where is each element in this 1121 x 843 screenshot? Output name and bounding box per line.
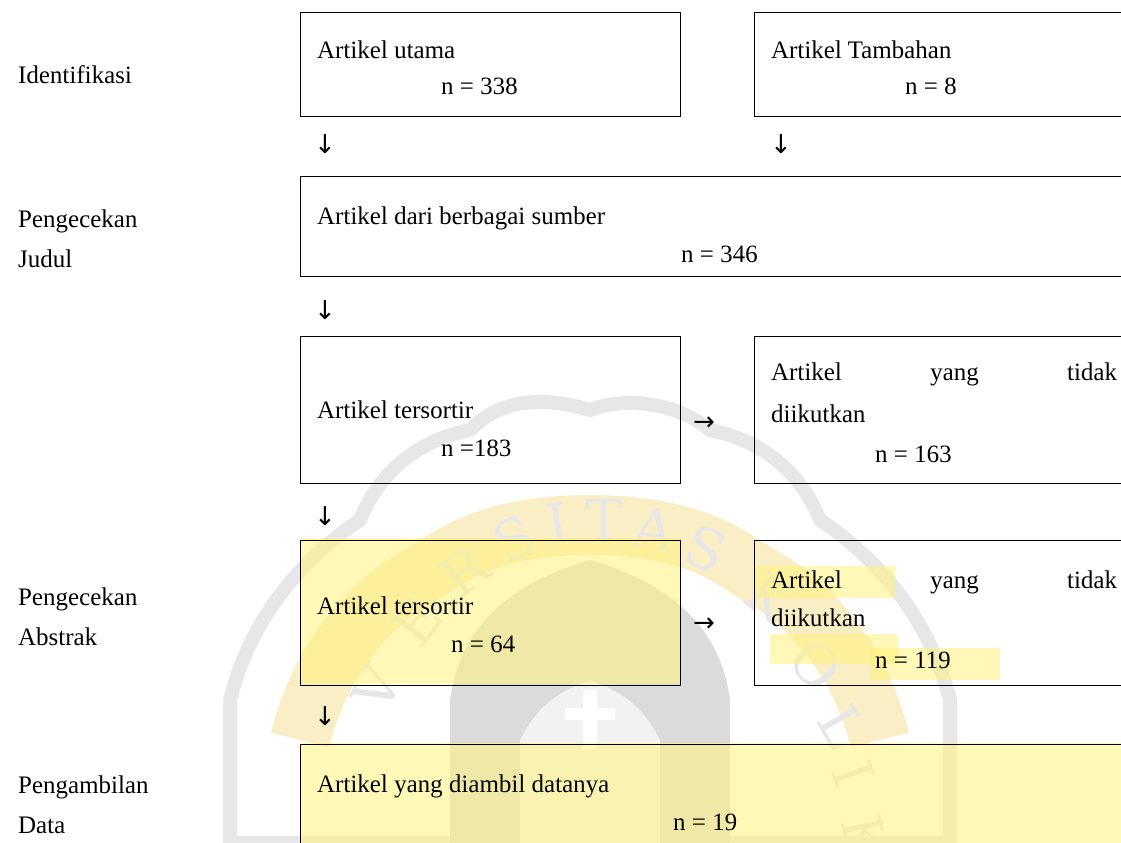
arrow-right-icon: → [693, 407, 715, 437]
box-title-word: yang [930, 359, 979, 386]
box-title: Artikel tersortir [317, 593, 474, 620]
box-title-word: tidak [1067, 567, 1117, 594]
box-count: n = 64 [451, 631, 516, 658]
box-title: Artikel yang diambil datanya [317, 771, 610, 798]
arrow-down-icon: ↓ [314, 502, 336, 532]
highlight-band [300, 538, 680, 684]
stage-label-line: Judul [18, 246, 73, 273]
box-title-word: Artikel [771, 567, 842, 594]
stage-label-line: Abstrak [18, 624, 98, 651]
box-count: n =183 [441, 435, 512, 462]
stage-label-line: Pengambilan [18, 772, 149, 799]
stage-label-line: Pengecekan [18, 206, 138, 233]
box-title: Artikel utama [317, 37, 456, 64]
box-title: Artikel tersortir [317, 397, 474, 424]
stage-label-pengecekan-judul: Pengecekan Judul [18, 200, 137, 280]
highlight-band [300, 743, 1121, 843]
box-count: n = 119 [875, 647, 951, 674]
arrow-right-icon: → [693, 608, 715, 638]
box-title-line: Artikel yang tidak [771, 565, 1117, 597]
box-title-word: tidak [1067, 359, 1117, 386]
box-count: n = 163 [875, 441, 952, 468]
box-title: Artikel Tambahan [771, 37, 952, 64]
box-artikel-diambil: Artikel yang diambil datanya n = 19 [300, 744, 1121, 843]
box-title-line2: diikutkan [771, 401, 866, 428]
box-count: n = 8 [905, 73, 957, 100]
stage-label-pengecekan-abstrak: Pengecekan Abstrak [18, 578, 137, 658]
arrow-down-icon: ↓ [770, 130, 792, 160]
box-artikel-utama: Artikel utama n = 338 [300, 12, 681, 117]
box-artikel-tambahan: Artikel Tambahan n = 8 [754, 12, 1121, 117]
box-count: n = 346 [681, 241, 758, 268]
stage-label-identifikasi: Identifikasi [18, 62, 132, 89]
box-artikel-tidak-diikutkan-judul: Artikel yang tidak diikutkan n = 163 [754, 336, 1121, 484]
stage-label-line: Pengecekan [18, 584, 138, 611]
box-title-word: Artikel [771, 359, 842, 386]
arrow-down-icon: ↓ [314, 130, 336, 160]
box-artikel-tersortir-judul: Artikel tersortir n =183 [300, 336, 681, 484]
box-artikel-tersortir-abstrak: Artikel tersortir n = 64 [300, 540, 681, 686]
box-title: Artikel dari berbagai sumber [317, 203, 606, 230]
box-count: n = 338 [441, 73, 518, 100]
stage-label-line: Data [18, 812, 66, 839]
stage-label-pengambilan-data: Pengambilan Data [18, 766, 149, 843]
box-count: n = 19 [673, 809, 738, 836]
box-title-line: Artikel yang tidak [771, 357, 1117, 389]
highlight-band [870, 648, 1000, 680]
arrow-down-icon: ↓ [314, 296, 336, 326]
box-title-word: yang [930, 567, 979, 594]
box-artikel-tidak-diikutkan-abstrak: Artikel yang tidak diikutkan n = 119 [754, 540, 1121, 686]
highlight-band [755, 566, 895, 598]
box-artikel-sumber: Artikel dari berbagai sumber n = 346 [300, 176, 1121, 277]
box-title-line2: diikutkan [771, 605, 866, 632]
arrow-down-icon: ↓ [314, 702, 336, 732]
